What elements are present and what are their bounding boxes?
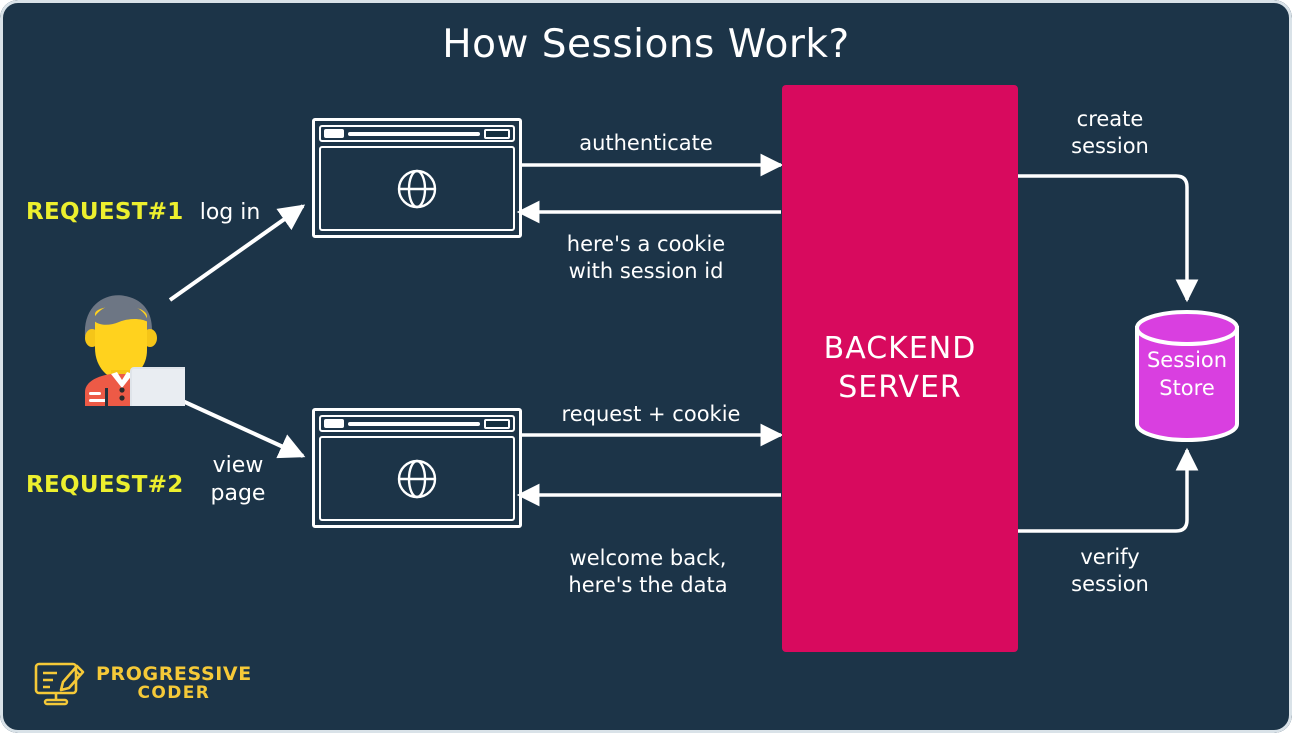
monitor-pencil-icon — [34, 662, 85, 706]
arrow-user-to-browser-bottom — [175, 396, 306, 459]
browser-window-top[interactable] — [312, 118, 522, 238]
browser-window-bottom[interactable] — [312, 408, 522, 528]
label-create-session: create session — [1071, 107, 1149, 158]
request2-badge: REQUEST#2 — [26, 472, 184, 498]
arrow-create-session — [1018, 174, 1199, 303]
globe-icon — [397, 459, 437, 498]
browser-menu-glyph — [324, 129, 344, 138]
browser-url-bar[interactable] — [348, 421, 480, 426]
backend-server-box[interactable]: BACKEND SERVER — [782, 85, 1018, 652]
browser-menu-glyph — [324, 419, 344, 428]
browser-viewport-bottom — [319, 436, 515, 521]
message-request2-in: welcome back, here's the data — [568, 546, 728, 597]
browser-title-bar-bottom — [319, 415, 515, 432]
request1-action-label: log in — [199, 200, 261, 225]
message-request1-out: authenticate — [579, 131, 713, 155]
cylinder-shape — [1135, 310, 1239, 442]
browser-action-glyph — [484, 418, 510, 429]
brand-line-1: PROGRESSIVE — [96, 663, 252, 686]
message-request2-out: request + cookie — [561, 402, 741, 426]
request1-badge: REQUEST#1 — [26, 199, 184, 225]
browser-viewport-top — [319, 146, 515, 231]
page-title: How Sessions Work? — [442, 22, 850, 67]
browser-url-bar[interactable] — [348, 131, 480, 136]
label-verify-session: verify session — [1071, 545, 1149, 596]
browser-title-bar-top — [319, 125, 515, 142]
session-store-cylinder[interactable]: Session Store — [1133, 310, 1241, 442]
backend-server-label: BACKEND SERVER — [823, 331, 977, 405]
arrow-verify-session-path — [1018, 447, 1199, 533]
globe-icon — [397, 169, 437, 208]
brand-logo: PROGRESSIVE CODER — [33, 660, 252, 708]
brand-line-2: CODER — [137, 683, 211, 704]
request2-action-label: view page — [210, 453, 266, 507]
user-icon — [55, 288, 198, 413]
message-request1-in: here's a cookie with session id — [566, 232, 726, 283]
browser-action-glyph — [484, 128, 510, 139]
session-store-label: Session Store — [1146, 348, 1228, 401]
arrow-user-to-browser-top — [168, 204, 306, 302]
brand-logo-text: PROGRESSIVE CODER — [96, 663, 252, 704]
